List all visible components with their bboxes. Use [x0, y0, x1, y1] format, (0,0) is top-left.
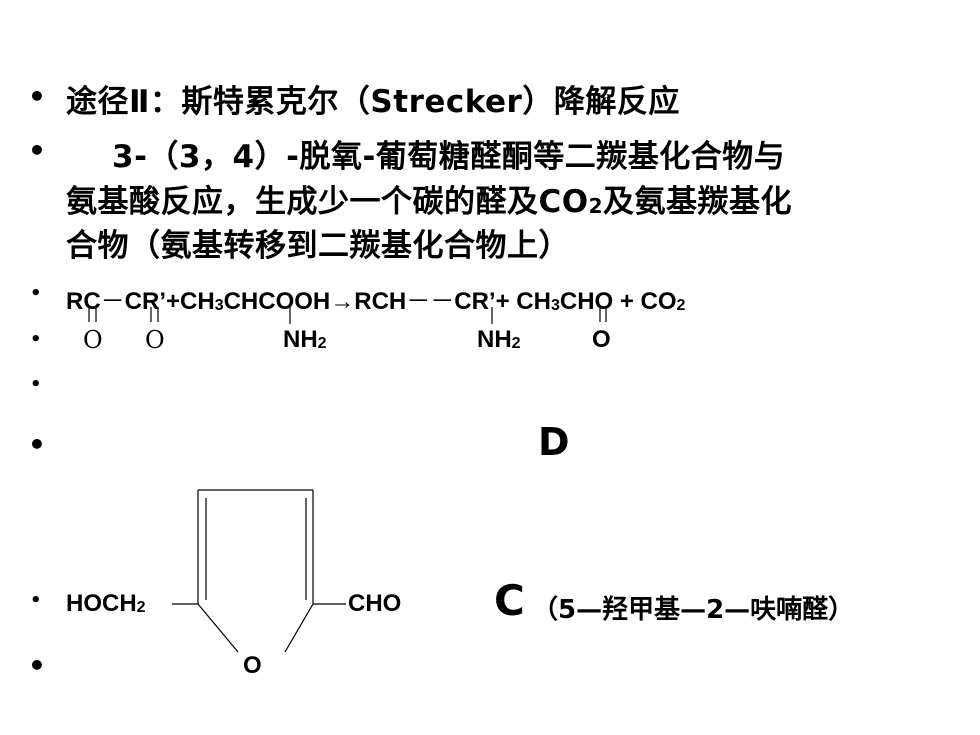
- ring-oxygen: O: [243, 652, 262, 679]
- label-c: C: [494, 576, 525, 625]
- bullet-8: •: [28, 649, 46, 682]
- amino-1: NH2: [283, 326, 327, 353]
- ring-right-o-bond: [284, 603, 314, 653]
- bullet-3: •: [30, 283, 42, 304]
- label-d: D: [538, 420, 570, 464]
- ring-left-o-bond: [197, 603, 239, 653]
- amino-2: NH2: [477, 326, 521, 353]
- text-line-2b: 氨基酸反应，生成少一个碳的醛及CO2及氨基羰基化: [66, 184, 793, 220]
- bullet-2: •: [28, 134, 46, 167]
- text-line-2a: 3-（3，4）-脱氧-葡萄糖醛酮等二羰基化合物与: [112, 139, 786, 175]
- equation-line: RC－CR’+CH3CHCOOH→RCH－－CR’+ CH3CHO + CO2: [66, 288, 686, 315]
- oxygen-1: O: [83, 326, 103, 354]
- bullet-1: •: [28, 80, 46, 113]
- text-line-2c: 合物（氨基转移到二羰基化合物上）: [66, 228, 570, 264]
- bullet-5: •: [30, 374, 42, 395]
- oxygen-2: O: [145, 326, 165, 354]
- ring-right-group: CHO: [348, 590, 402, 617]
- bullet-4: •: [30, 329, 42, 350]
- ring-left-group: HOCH2: [66, 590, 146, 617]
- furfural-note: （5—羟甲基—2—呋喃醛）: [532, 595, 855, 625]
- oxygen-3: O: [592, 326, 611, 353]
- bullet-6: •: [28, 428, 46, 461]
- bullet-7: •: [30, 590, 42, 611]
- heading-strecker: 途径Ⅱ：斯特累克尔（Strecker）降解反应: [66, 84, 680, 120]
